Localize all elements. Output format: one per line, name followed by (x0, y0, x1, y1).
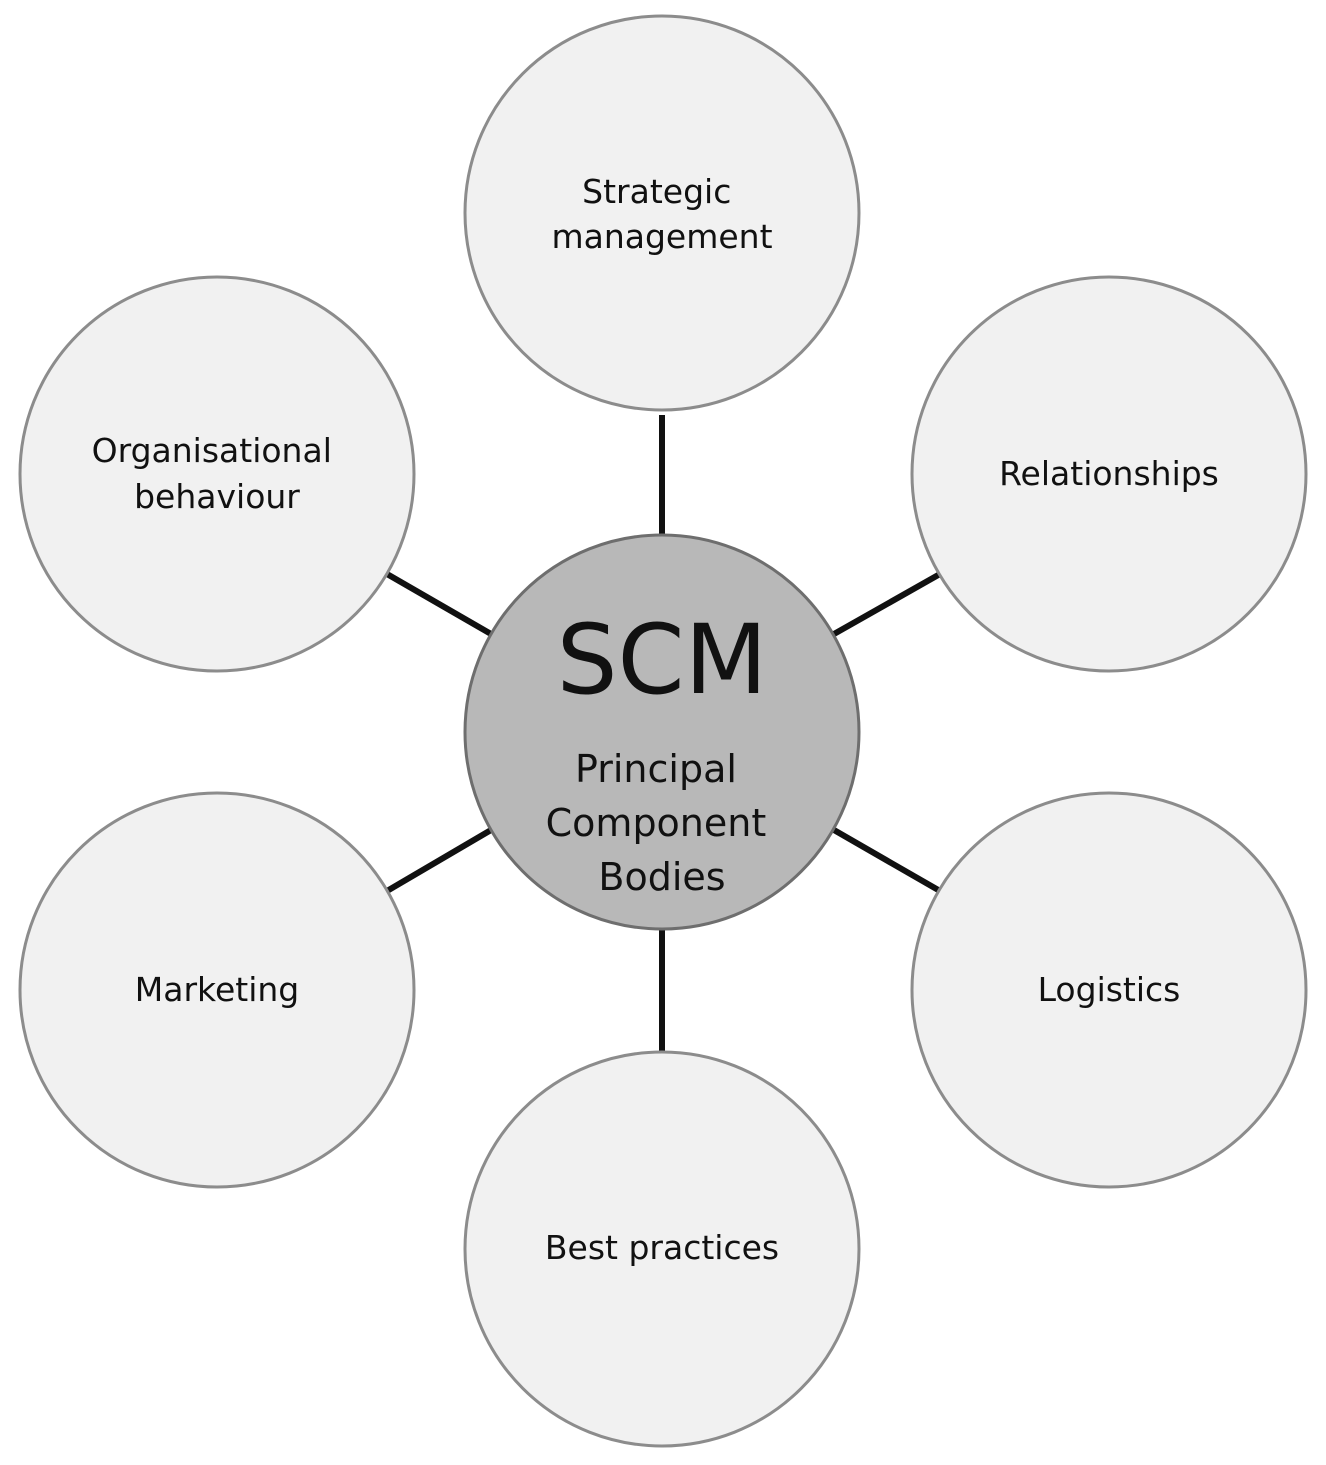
node-strategic-management: Strategic management (463, 14, 861, 412)
node-label: Strategic management (551, 172, 772, 256)
node-organisational-behaviour: Organisational behaviour (18, 275, 416, 673)
node-label: Marketing (135, 970, 299, 1009)
node-label-line: management (551, 217, 772, 256)
node-label-line: Strategic (582, 172, 731, 211)
center-circle (463, 533, 861, 931)
node-best-practices: Best practices (463, 1050, 861, 1448)
connector-organisational-behaviour (385, 571, 493, 637)
node-relationships: Relationships (910, 275, 1308, 673)
center-subtitle-line: Component (546, 801, 767, 845)
connectors (385, 415, 942, 1052)
node-label: Logistics (1038, 970, 1181, 1009)
center-node: SCM Principal Component Bodies (463, 533, 861, 931)
connector-marketing (385, 827, 493, 894)
node-label: Relationships (999, 454, 1219, 493)
center-subtitle: Principal Component Bodies (546, 747, 779, 899)
node-label: Best practices (545, 1228, 779, 1267)
connector-relationships (832, 571, 942, 637)
node-label-line: Best practices (545, 1228, 779, 1267)
center-title: SCM (557, 604, 768, 716)
node-circle (18, 275, 416, 673)
node-label-line: Marketing (135, 970, 299, 1009)
node-circle (910, 791, 1308, 1189)
node-label-line: Relationships (999, 454, 1219, 493)
center-subtitle-line: Bodies (598, 855, 725, 899)
node-label-line: behaviour (134, 477, 300, 516)
center-subtitle-line: Principal (575, 747, 737, 791)
node-marketing: Marketing (18, 791, 416, 1189)
node-label: Organisational behaviour (92, 431, 343, 516)
connector-logistics (832, 827, 942, 894)
node-circle (463, 1050, 861, 1448)
node-circle (463, 14, 861, 412)
node-label-line: Organisational (92, 431, 332, 470)
node-logistics: Logistics (910, 791, 1308, 1189)
node-circle (910, 275, 1308, 673)
node-label-line: Logistics (1038, 970, 1181, 1009)
node-circle (18, 791, 416, 1189)
